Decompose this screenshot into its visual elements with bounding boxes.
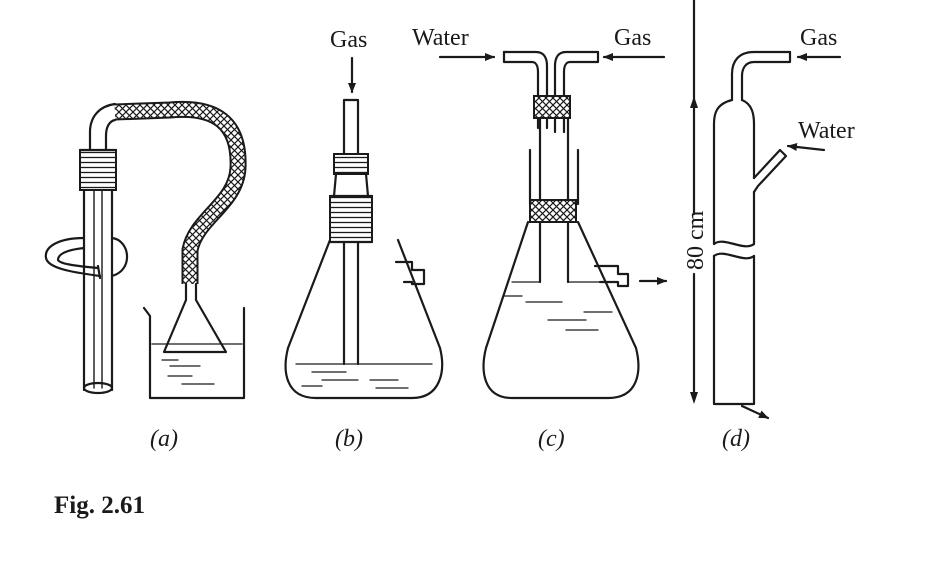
caption-b: (b) [335, 426, 363, 452]
side-arm [44, 236, 102, 278]
apparatus-c: Water Gas [412, 25, 668, 400]
caption-a: (a) [150, 426, 178, 452]
gas-inlet-tube [553, 50, 600, 134]
absorption-tower [712, 122, 756, 246]
inlet-tube [342, 98, 360, 156]
column-tube [82, 188, 114, 392]
beaker [142, 306, 246, 400]
label-c-gas: Gas [614, 25, 651, 51]
water-side-arm [752, 148, 788, 194]
caption-d: (d) [722, 426, 750, 452]
caption-c: (c) [538, 426, 565, 452]
label-b-gas: Gas [330, 27, 367, 53]
arrow-d-outlet [740, 404, 770, 420]
arrow-d-water-in [786, 143, 826, 152]
flask-c [482, 220, 640, 400]
apparatus-b: Gas [284, 27, 444, 400]
apparatus-d: Gas Water 80 cm [683, 0, 855, 420]
inverted-funnel [162, 282, 228, 354]
ground-glass-joint [79, 149, 117, 191]
figure-caption: Fig. 2.61 [54, 492, 145, 519]
water-inlet-tube [502, 50, 549, 130]
label-c-water: Water [412, 25, 469, 51]
apparatus-a [44, 100, 247, 400]
label-d-water: Water [798, 118, 855, 144]
filter-flask [284, 238, 444, 400]
label-d-gas: Gas [800, 25, 837, 51]
label-d-length: 80 cm [683, 210, 709, 270]
